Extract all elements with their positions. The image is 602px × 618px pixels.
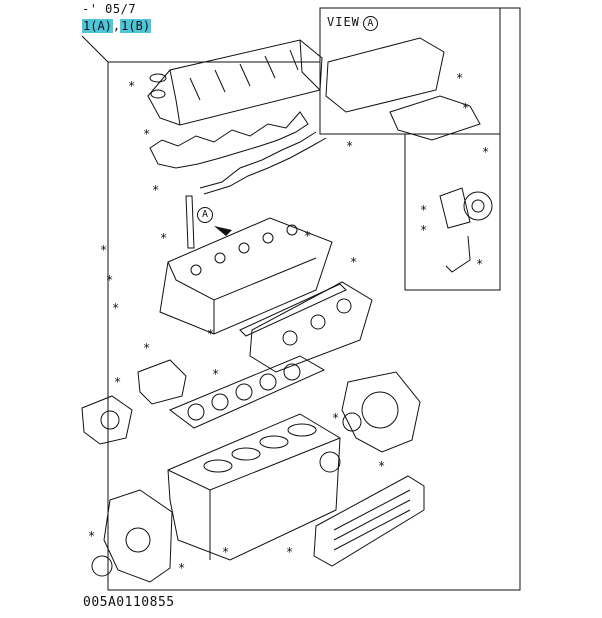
turbocharger	[439, 187, 493, 273]
injection-pipes	[199, 131, 327, 195]
view-a-arrow	[214, 226, 232, 236]
asterisk-marker: *	[222, 545, 229, 559]
asterisk-marker: *	[114, 375, 121, 389]
ref-label-a[interactable]: 1(A)	[82, 19, 113, 33]
asterisk-marker: *	[482, 145, 489, 159]
head-cover-gasket	[149, 111, 309, 169]
asterisk-marker: *	[462, 101, 469, 115]
cylinder-block	[167, 413, 341, 561]
asterisk-marker: *	[476, 257, 483, 271]
asterisk-marker: *	[106, 273, 113, 287]
asterisk-markers: * * * * * * * * * * * * * * * * * * * * …	[88, 71, 489, 575]
head-gasket	[168, 355, 326, 429]
asterisk-marker: *	[143, 341, 150, 355]
figure-code: 005A0110855	[83, 595, 175, 610]
main-border	[107, 7, 521, 591]
oil-seal-rear	[342, 412, 362, 432]
view-a-head-detail	[325, 37, 481, 141]
asterisk-marker: *	[160, 231, 167, 245]
asterisk-marker: *	[378, 459, 385, 473]
asterisk-marker: *	[143, 127, 150, 141]
asterisk-marker: *	[286, 545, 293, 559]
water-pump	[81, 395, 133, 445]
water-pump-gasket	[137, 359, 187, 405]
asterisk-marker: *	[420, 203, 427, 217]
view-a-callout-marker: A	[197, 207, 213, 223]
cylinder-head	[159, 217, 333, 335]
date-range-label: -' 05/7	[82, 2, 137, 16]
asterisk-marker: *	[128, 79, 135, 93]
oil-cooler	[313, 475, 425, 567]
view-a-inset-box	[319, 7, 501, 135]
timing-gear-case	[103, 489, 173, 583]
injector	[185, 195, 195, 249]
ref-separator: ,	[112, 19, 121, 33]
asterisk-marker: *	[207, 327, 214, 341]
view-label: VIEW	[327, 15, 360, 29]
reference-labels: 1(A),1(B)	[82, 19, 152, 33]
diagram-frame	[108, 7, 408, 63]
asterisk-marker: *	[152, 183, 159, 197]
head-cover	[147, 39, 323, 126]
exhaust-manifold	[249, 281, 373, 373]
flywheel-housing	[341, 371, 421, 453]
oil-seal-front	[91, 555, 113, 577]
asterisk-marker: *	[346, 139, 353, 153]
view-a-inset-extension	[404, 134, 501, 291]
view-marker-circle: A	[362, 16, 378, 31]
manifold-gasket	[239, 283, 347, 337]
ref-label-b[interactable]: 1(B)	[120, 19, 152, 33]
asterisk-marker: *	[88, 529, 95, 543]
asterisk-marker: *	[420, 223, 427, 237]
ref-leader-line	[81, 35, 109, 63]
asterisk-marker: *	[178, 561, 185, 575]
asterisk-marker: *	[112, 301, 119, 315]
asterisk-marker: *	[100, 243, 107, 257]
asterisk-marker: *	[350, 255, 357, 269]
asterisk-marker: *	[212, 367, 219, 381]
asterisk-marker: *	[456, 71, 463, 85]
asterisk-marker: *	[332, 411, 339, 425]
asterisk-marker: *	[304, 229, 311, 243]
